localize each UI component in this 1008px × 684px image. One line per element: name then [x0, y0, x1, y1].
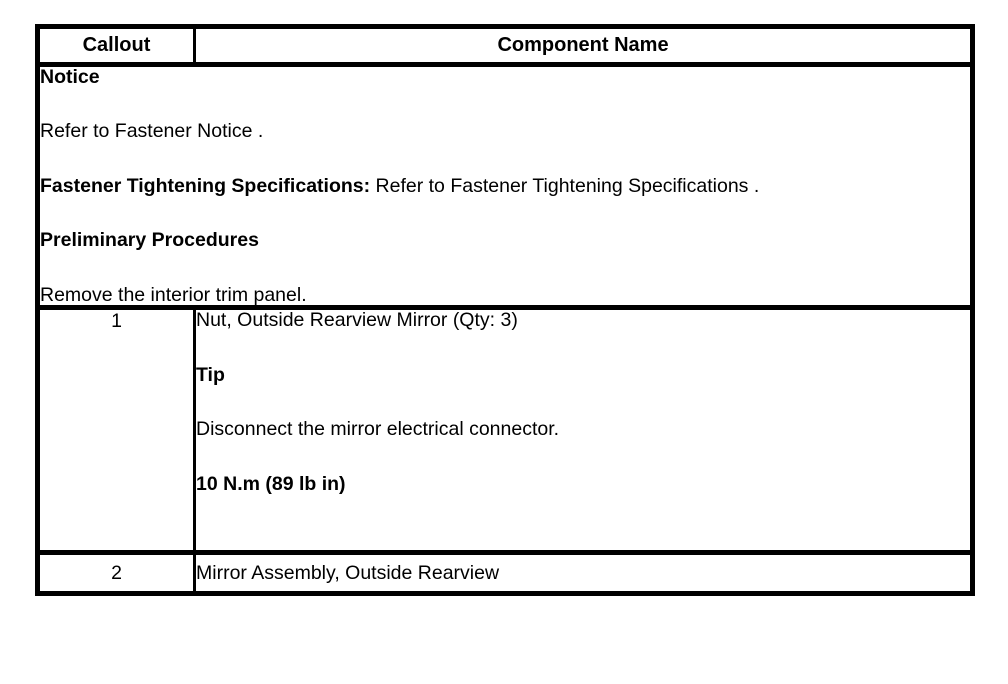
fastener-spec-line: Fastener Tightening Specifications: Refe…: [40, 176, 970, 196]
preliminary-procedures-text: Remove the interior trim panel.: [40, 283, 307, 306]
table-header-row: Callout Component Name: [35, 24, 975, 67]
component-callout-table: Callout Component Name Notice Refer to F…: [35, 24, 975, 597]
fastener-spec-text: Refer to Fastener Tightening Specificati…: [370, 174, 760, 197]
component-detail-cell-1: Nut, Outside Rearview Mirror (Qty: 3) Ti…: [194, 307, 975, 556]
column-header-callout: Callout: [35, 24, 196, 67]
notice-block-cell: Notice Refer to Fastener Notice . Fasten…: [35, 64, 975, 311]
fastener-spec-label: Fastener Tightening Specifications:: [40, 174, 371, 197]
tip-text-1: Disconnect the mirror electrical connect…: [196, 418, 560, 441]
notice-row: Notice Refer to Fastener Notice . Fasten…: [35, 64, 975, 311]
notice-title: Notice: [40, 66, 100, 88]
callout-number-1: 1: [35, 307, 196, 556]
component-name-1: Nut, Outside Rearview Mirror (Qty: 3): [196, 309, 518, 332]
table-row: 2 Mirror Assembly, Outside Rearview: [35, 552, 975, 597]
component-name-2: Mirror Assembly, Outside Rearview: [196, 562, 500, 585]
preliminary-procedures-title: Preliminary Procedures: [40, 229, 259, 252]
table-row: 1 Nut, Outside Rearview Mirror (Qty: 3) …: [35, 307, 975, 556]
torque-spec-1: 10 N.m (89 lb in): [196, 472, 346, 495]
component-detail-cell-2: Mirror Assembly, Outside Rearview: [194, 552, 975, 597]
tip-title-1: Tip: [196, 363, 225, 386]
column-header-component-name: Component Name: [194, 24, 975, 67]
notice-text: Refer to Fastener Notice .: [40, 120, 264, 143]
callout-number-2: 2: [35, 552, 196, 597]
